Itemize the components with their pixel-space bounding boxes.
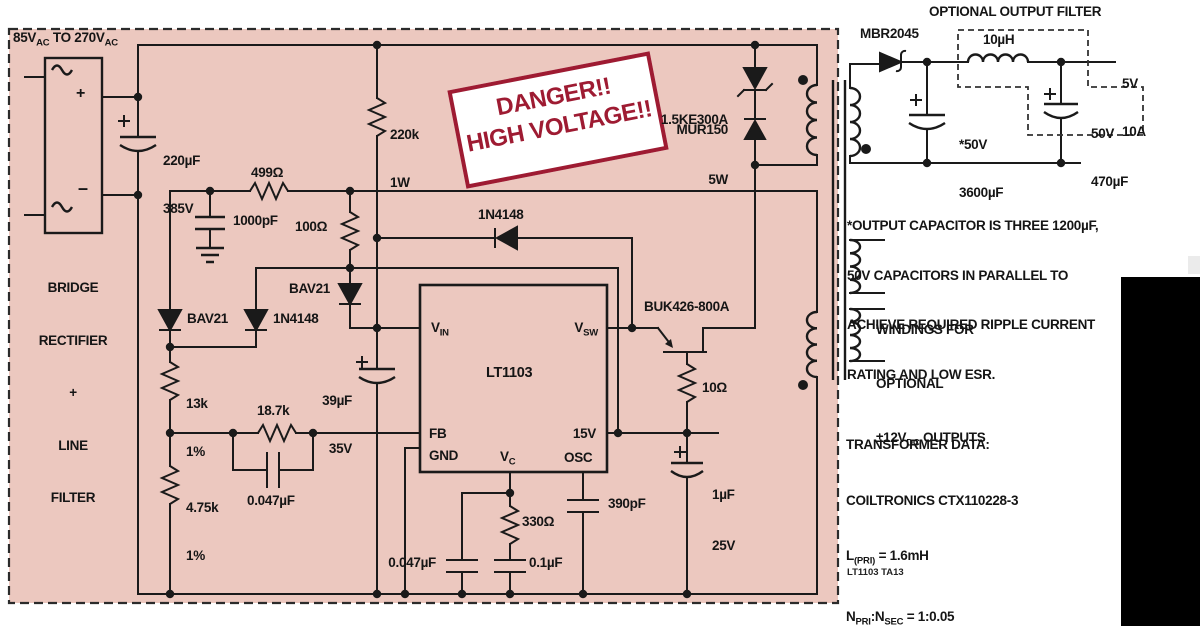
primary-winding (805, 83, 818, 157)
resistor-100-label: 100Ω (295, 219, 328, 234)
ac-sine-icon (50, 64, 74, 76)
optional-winding-2 (849, 307, 862, 363)
resistor-499-label: 499Ω (251, 165, 284, 180)
polarity-marks (118, 88, 1056, 458)
cap-3600uf-label: *50V 3600µF (959, 137, 1004, 200)
diode-bav21-mid-label: BAV21 (289, 281, 331, 296)
earth-ground-icon (196, 246, 224, 264)
diode-bav21-left-icon (157, 309, 183, 333)
optional-filter-title: OPTIONAL OUTPUT FILTER (929, 4, 1102, 19)
bridge-rectifier-symbol (43, 56, 104, 235)
inductor-10uh-label: 10µH (983, 32, 1015, 47)
capacitors (119, 102, 1079, 479)
optional-filter-outline (957, 29, 1144, 136)
cap-470uf-label: 50V 470µF (1091, 126, 1129, 189)
pin-vc-label: VC (500, 449, 516, 468)
tvs-1.5ke300a-icon (742, 67, 768, 91)
diode-1n4148-left-icon (243, 309, 269, 333)
cap-390pf-label: 390pF (608, 496, 646, 511)
resistor-330-label: 330Ω (522, 514, 555, 529)
diode-bav21-left-label: BAV21 (187, 311, 229, 326)
diode-bav21-mid-icon (337, 283, 363, 307)
cap-1000pf-label: 1000pF (233, 213, 278, 228)
diode-mur150-icon (743, 118, 767, 140)
windings-note: WINDINGS FOR OPTIONAL ±12VDC OUTPUTS (876, 322, 986, 449)
pin-vin-label: VIN (431, 320, 449, 339)
cap-01uf-label: 0.1µF (529, 555, 563, 570)
ac-sine-icon (50, 201, 74, 213)
secondary-winding (849, 86, 862, 158)
resistor-220k-label: 220k 1W (390, 127, 419, 190)
diode-1n4148-top-label: 1N4148 (478, 207, 524, 222)
transformer-data-note: TRANSFORMER DATA: COILTRONICS CTX110228-… (846, 437, 1019, 626)
diode-1n4148-top-icon (494, 225, 518, 251)
cap-1uf-label: 1µF 25V (712, 487, 736, 553)
optional-winding-1 (849, 238, 862, 295)
cap-220uf (119, 135, 157, 153)
transformer-symbol (805, 80, 862, 380)
bridge-plus-sign: + (76, 85, 86, 102)
diodes (157, 49, 907, 333)
figure-caption: LT1103 TA13 (847, 567, 904, 578)
pin-vsw-label: VSW (574, 320, 598, 339)
resistor-13k-label: 13k 1% (186, 396, 208, 459)
pin-15v-label: 15V (572, 426, 596, 441)
phasing-dots (798, 75, 871, 390)
pin-fb-label: FB (429, 426, 447, 441)
diode-mbr2045-icon (879, 51, 904, 73)
cap-3600uf (908, 113, 946, 131)
cap-1uf (670, 461, 704, 479)
cap-39uf-label: 39µF 35V (322, 393, 352, 456)
ic-lt1103-body (418, 283, 609, 474)
schottky-bar (895, 49, 907, 73)
mosfet-label: BUK426-800A (644, 299, 730, 314)
tvs-label: 1.5KE300A 5W (660, 112, 728, 187)
resistor-4k75-label: 4.75k 1% (186, 500, 219, 563)
resistor-18k7-label: 18.7k (257, 403, 290, 418)
inductor-10uh (966, 53, 1030, 63)
cap-047uf-vc-label: 0.047µF (388, 555, 436, 570)
transformer-core (831, 80, 847, 380)
cap-220uf-label: 220µF 385V (163, 153, 201, 216)
cap-047uf-fb-label: 0.047µF (247, 493, 295, 508)
bridge-minus-sign: – (78, 178, 88, 198)
output-rail-label: 5V 10A (1122, 76, 1146, 139)
diode-1n4148-left-label: 1N4148 (273, 311, 319, 326)
bias-winding (805, 310, 818, 379)
resistor-10-label: 10Ω (702, 380, 727, 395)
cap-1000pf (195, 215, 225, 231)
ac-input-range-label: 85VAC TO 270VAC (13, 30, 118, 49)
mbr2045-label: MBR2045 (860, 26, 919, 41)
mosfet-symbol (665, 339, 673, 348)
black-block (1121, 277, 1200, 626)
pin-gnd-label: GND (429, 448, 459, 463)
pin-osc-label: OSC (564, 450, 593, 465)
ic-name-label: LT1103 (486, 365, 533, 381)
mur150-label: MUR150 (676, 122, 729, 137)
cap-39uf (358, 367, 396, 385)
gray-strip (1188, 256, 1200, 274)
bridge-rectifier-label: BRIDGE RECTIFIER + LINE FILTER (38, 280, 108, 505)
junction-dots (133, 40, 1066, 599)
output-cap-note: *OUTPUT CAPACITOR IS THREE 1200µF, 50V C… (847, 218, 1099, 382)
cap-470uf (1043, 102, 1079, 120)
